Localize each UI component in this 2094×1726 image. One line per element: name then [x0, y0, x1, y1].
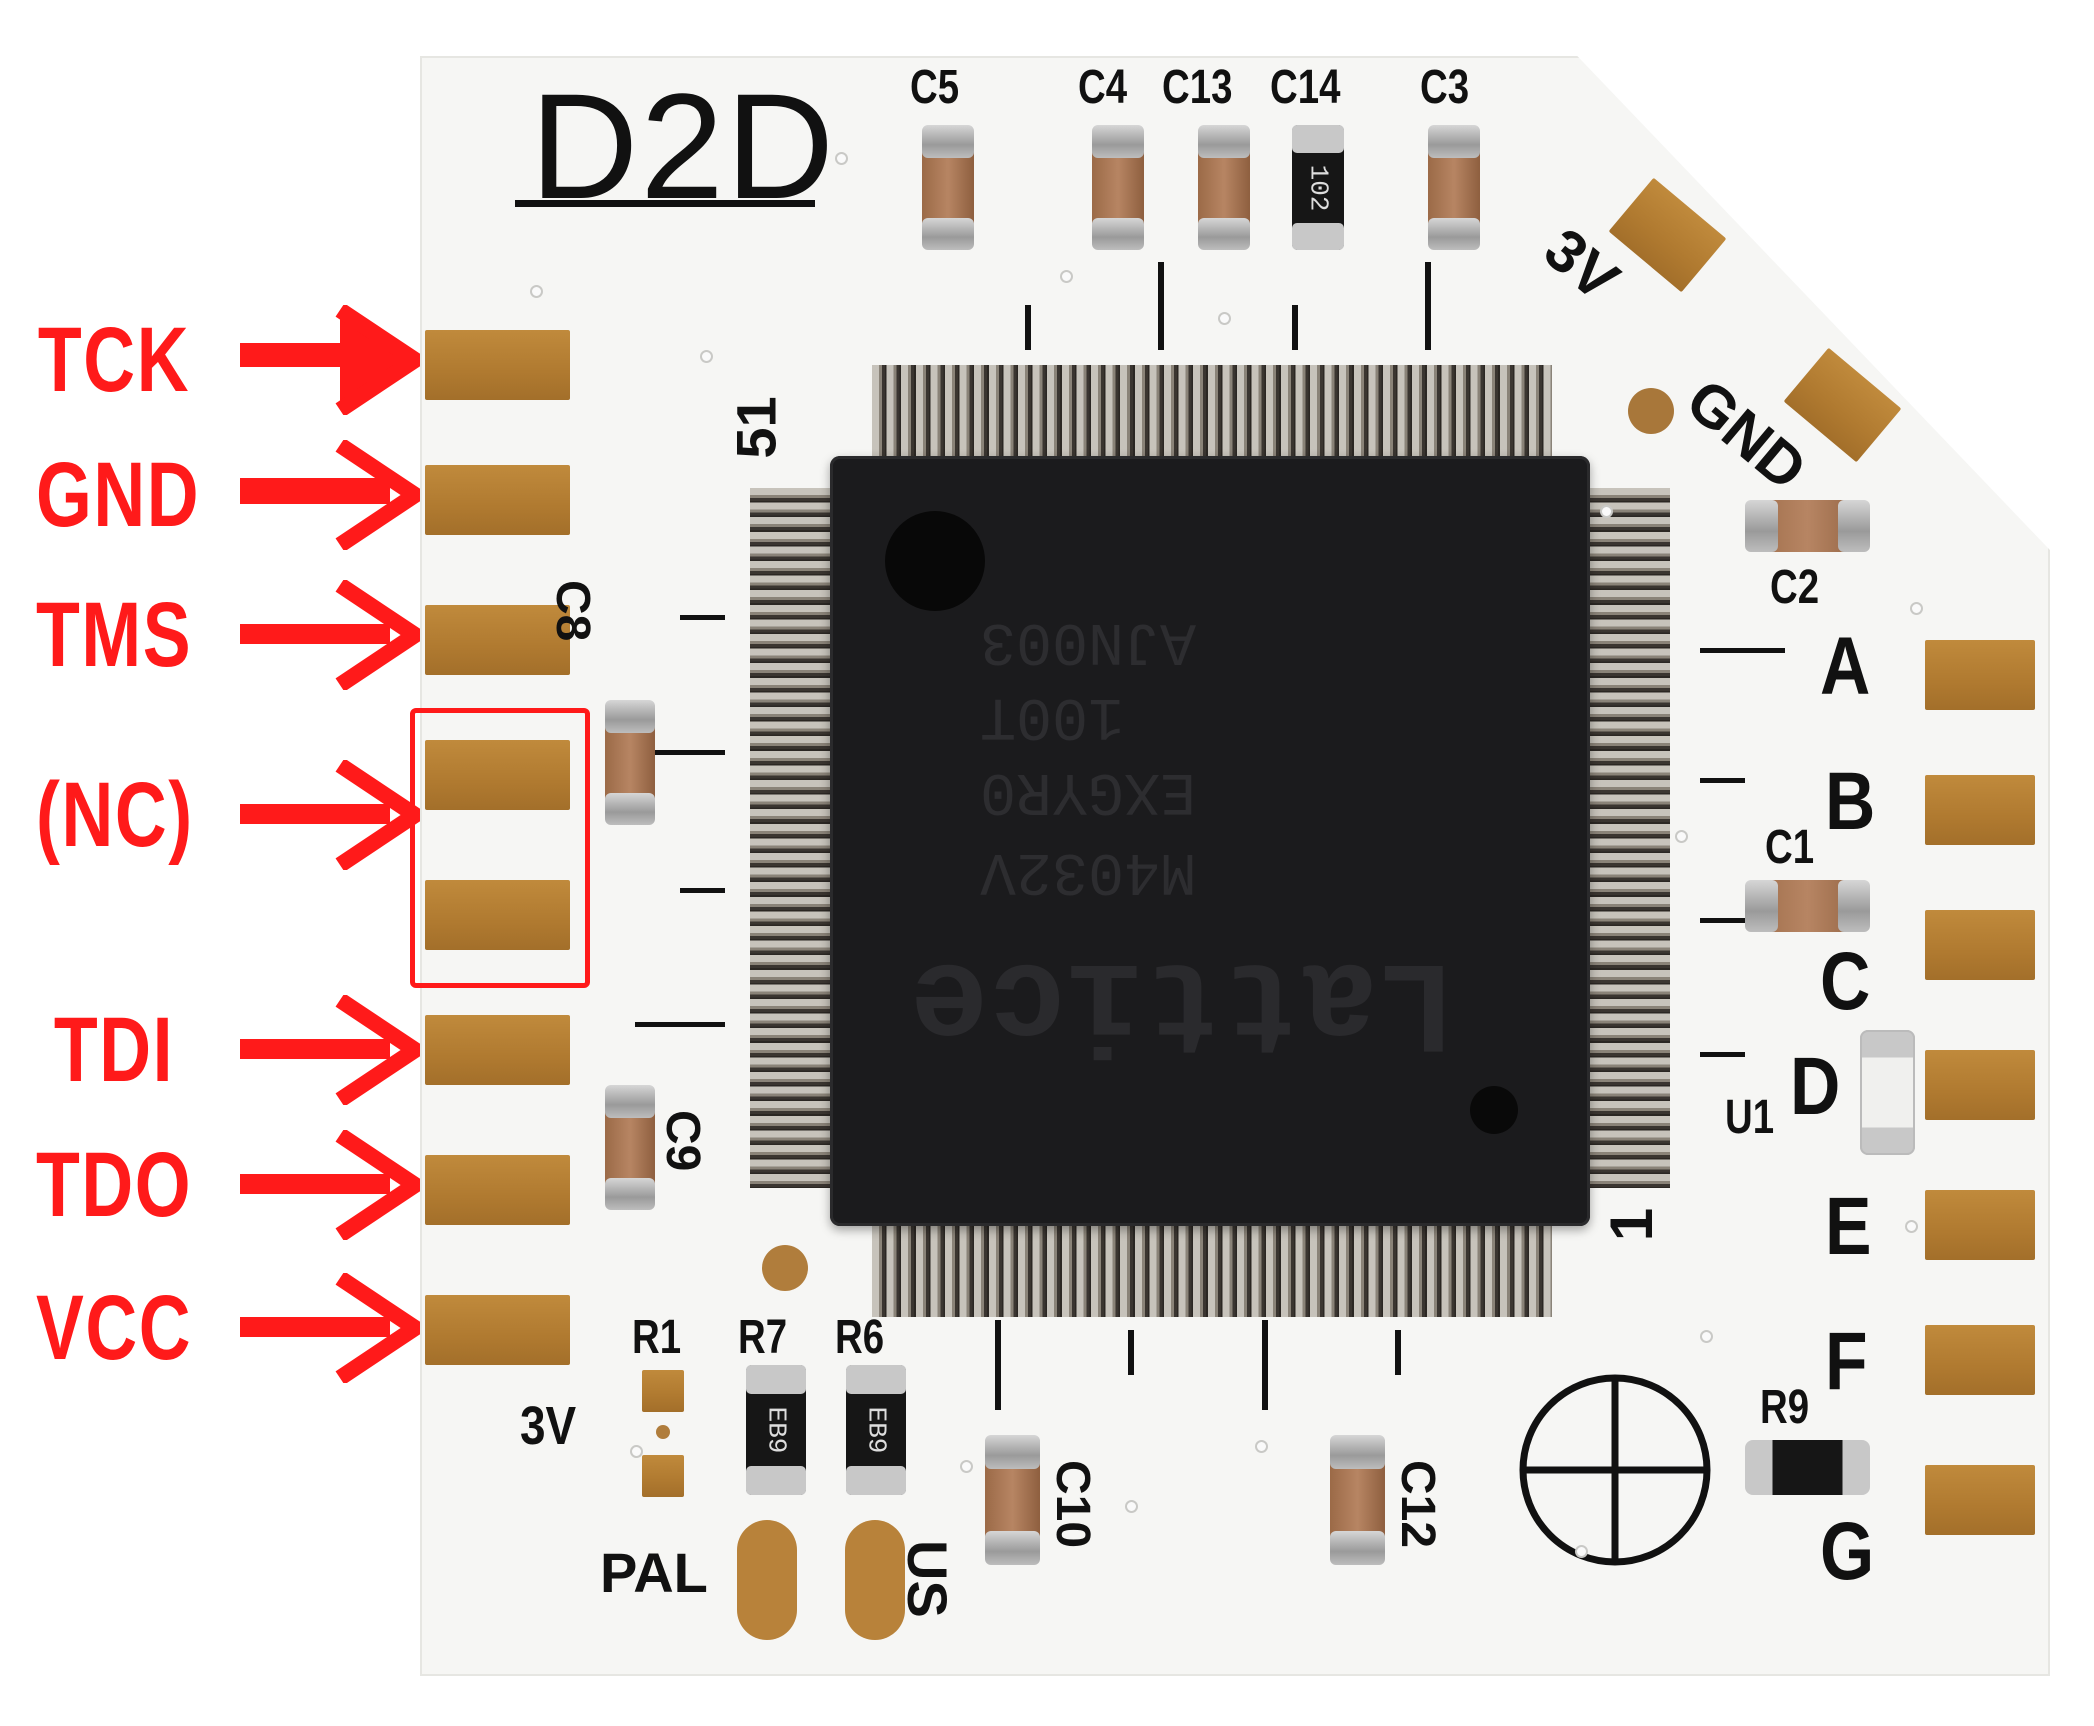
silk-pin-d: D: [1790, 1041, 1841, 1132]
capacitor-c12: [1330, 1435, 1385, 1565]
pin-label-tms: TMS: [36, 584, 193, 686]
chip-pins-bottom: [872, 1222, 1552, 1317]
chip-pins-top: [872, 365, 1552, 460]
pad-tms: [425, 605, 570, 675]
chip-pins-right: [1588, 488, 1670, 1188]
capacitor-c9: [605, 1085, 655, 1210]
chip-pins-left: [750, 488, 832, 1188]
via-pad: [1628, 388, 1674, 434]
chip-marking-line3: EXGYR0: [980, 756, 1197, 824]
pin-label-nc: (NC): [36, 764, 194, 866]
resistor-r9: [1745, 1440, 1870, 1495]
silk-c3: C3: [1420, 61, 1470, 114]
silk-pin-b: B: [1825, 756, 1876, 847]
capacitor-c2: [1745, 500, 1870, 552]
nc-highlight-box: [410, 708, 590, 988]
chip-marking-line2: M4032V: [980, 836, 1197, 904]
silk-r9: R9: [1760, 1381, 1810, 1434]
pad-e: [1925, 1190, 2035, 1260]
arrow-right-icon: [240, 580, 425, 690]
silk-3v-left: 3V: [520, 1396, 577, 1456]
silk-r6: R6: [835, 1311, 885, 1364]
silk-c14: C14: [1270, 61, 1341, 114]
silk-pin51: 51: [724, 396, 788, 459]
silk-pin-g: G: [1820, 1506, 1875, 1597]
pad-a: [1925, 640, 2035, 710]
silk-u1: U1: [1725, 1091, 1775, 1144]
arrow-right-icon: [240, 1130, 425, 1240]
pad-r1-a: [642, 1370, 684, 1412]
pin-label-gnd: GND: [36, 444, 201, 546]
arrow-right-icon: [240, 305, 425, 415]
arrow-right-icon: [240, 995, 425, 1105]
pin-label-vcc: VCC: [36, 1277, 193, 1379]
capacitor-c8: [605, 700, 655, 825]
arrow-right-icon: [240, 760, 425, 870]
chip-marking-line4: 100T: [980, 681, 1125, 749]
via-pad: [656, 1425, 670, 1439]
pin-label-tdi: TDI: [53, 999, 175, 1101]
pad-b: [1925, 775, 2035, 845]
pad-g: [1925, 1465, 2035, 1535]
capacitor-c1: [1745, 880, 1870, 932]
pad-vcc: [425, 1295, 570, 1365]
via-pad: [762, 1245, 808, 1291]
silk-c13: C13: [1162, 61, 1233, 114]
silk-c12: C12: [1391, 1460, 1444, 1549]
capacitor-c5: [922, 125, 974, 250]
jumper-pal: [737, 1520, 797, 1640]
silk-pin-c: C: [1820, 936, 1871, 1027]
silk-c5: C5: [910, 61, 960, 114]
capacitor-c13: [1198, 125, 1250, 250]
pad-nc-2: [425, 880, 570, 950]
capacitor-c3: [1428, 125, 1480, 250]
pad-gnd: [425, 465, 570, 535]
silk-c2: C2: [1770, 561, 1820, 614]
pin1-dimple: [885, 511, 985, 611]
logo-d2d: D2D: [530, 62, 837, 230]
capacitor-c10: [985, 1435, 1040, 1565]
crosshair-icon: [1519, 1374, 1711, 1566]
pad-c: [1925, 910, 2035, 980]
cpld-chip: Lattice M4032V EXGYR0 100T AJN003: [830, 456, 1590, 1226]
pad-nc-1: [425, 740, 570, 810]
arrow-right-icon: [240, 440, 425, 550]
silk-pin1: 1: [1598, 1207, 1666, 1242]
capacitor-c4: [1092, 125, 1144, 250]
pin-label-tdo: TDO: [36, 1134, 193, 1236]
silk-pin-a: A: [1820, 621, 1871, 712]
arrow-right-icon: [240, 1273, 425, 1383]
chip-dimple: [1470, 1086, 1518, 1134]
silk-c10: C10: [1046, 1460, 1099, 1549]
silk-pin-e: E: [1825, 1181, 1872, 1272]
component-c14: 102: [1292, 125, 1344, 250]
silk-pin-f: F: [1825, 1316, 1868, 1407]
resistor-r6: EB9: [846, 1365, 906, 1495]
pad-tck: [425, 330, 570, 400]
silk-c9: C9: [656, 1110, 709, 1172]
pad-f: [1925, 1325, 2035, 1395]
chip-marking-line5: AJN003: [980, 606, 1197, 674]
pin-label-tck: TCK: [37, 309, 191, 411]
silk-r7: R7: [738, 1311, 788, 1364]
pad-r1-b: [642, 1455, 684, 1497]
resistor-r7: EB9: [746, 1365, 806, 1495]
chip-marking-brand: Lattice: [910, 926, 1457, 1073]
pad-tdi: [425, 1015, 570, 1085]
silk-us: US: [896, 1540, 959, 1618]
pad-d: [1925, 1050, 2035, 1120]
silk-c1: C1: [1765, 821, 1815, 874]
led-u1: [1860, 1030, 1915, 1155]
silk-c8: C8: [546, 580, 599, 642]
silk-c4: C4: [1078, 61, 1128, 114]
logo-underline: [515, 200, 815, 207]
jumper-us: [845, 1520, 905, 1640]
pad-tdo: [425, 1155, 570, 1225]
silk-r1: R1: [632, 1311, 682, 1364]
silk-pal: PAL: [600, 1541, 708, 1604]
